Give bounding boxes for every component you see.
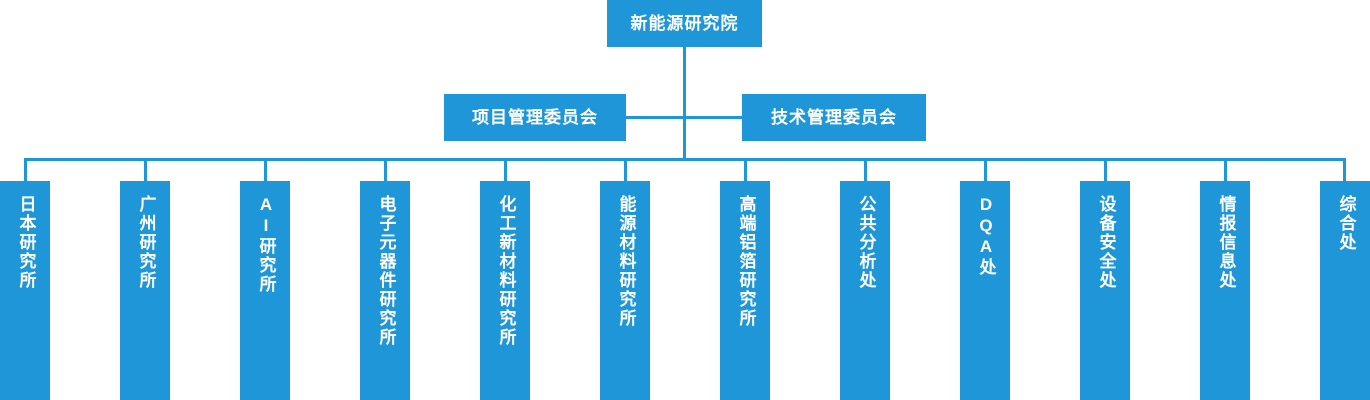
node-department-1-label: 日本研究所: [16, 195, 36, 290]
connector-drop-2: [144, 158, 147, 182]
node-committee-technology[interactable]: 技术管理委员会: [742, 94, 926, 141]
node-department-2-label: 广州研究所: [136, 195, 156, 290]
node-department-10[interactable]: 设备安全处: [1080, 181, 1130, 400]
connector-drop-8: [864, 158, 867, 182]
connector-drop-3: [264, 158, 267, 182]
connector-drop-1: [24, 158, 27, 182]
node-root[interactable]: 新能源研究院: [607, 0, 762, 47]
node-department-7-label: 高端铝箔研究所: [736, 195, 756, 328]
connector-drop-4: [384, 158, 387, 182]
node-department-12-label: 综合处: [1336, 195, 1356, 252]
node-department-6-label: 能源材料研究所: [616, 195, 636, 328]
connector-root-trunk: [683, 47, 686, 161]
node-department-1[interactable]: 日本研究所: [0, 181, 50, 400]
node-root-label: 新能源研究院: [630, 14, 739, 33]
node-department-12[interactable]: 综合处: [1320, 181, 1370, 400]
node-department-2[interactable]: 广州研究所: [120, 181, 170, 400]
node-department-9-label: DQA处: [976, 195, 996, 277]
connector-department-bus: [24, 158, 1346, 161]
node-department-6[interactable]: 能源材料研究所: [600, 181, 650, 400]
node-department-4[interactable]: 电子元器件研究所: [360, 181, 410, 400]
node-department-11-label: 情报信息处: [1216, 195, 1236, 290]
connector-drop-11: [1224, 158, 1227, 182]
node-department-5[interactable]: 化工新材料研究所: [480, 181, 530, 400]
connector-drop-7: [744, 158, 747, 182]
node-department-8-label: 公共分析处: [856, 195, 876, 290]
node-committee-project[interactable]: 项目管理委员会: [444, 94, 626, 141]
connector-drop-5: [504, 158, 507, 182]
node-department-3-label: AI研究所: [256, 195, 276, 294]
connector-drop-9: [984, 158, 987, 182]
connector-drop-6: [624, 158, 627, 182]
connector-drop-10: [1104, 158, 1107, 182]
node-department-4-label: 电子元器件研究所: [376, 195, 396, 347]
node-committee-project-label: 项目管理委员会: [472, 108, 598, 127]
node-department-9[interactable]: DQA处: [960, 181, 1010, 400]
node-department-8[interactable]: 公共分析处: [840, 181, 890, 400]
node-department-3[interactable]: AI研究所: [240, 181, 290, 400]
node-department-7[interactable]: 高端铝箔研究所: [720, 181, 770, 400]
node-committee-technology-label: 技术管理委员会: [771, 108, 897, 127]
node-department-10-label: 设备安全处: [1096, 195, 1116, 290]
connector-committee-bus: [626, 116, 742, 119]
node-department-11[interactable]: 情报信息处: [1200, 181, 1250, 400]
connector-drop-12: [1343, 158, 1346, 182]
node-department-5-label: 化工新材料研究所: [496, 195, 516, 347]
